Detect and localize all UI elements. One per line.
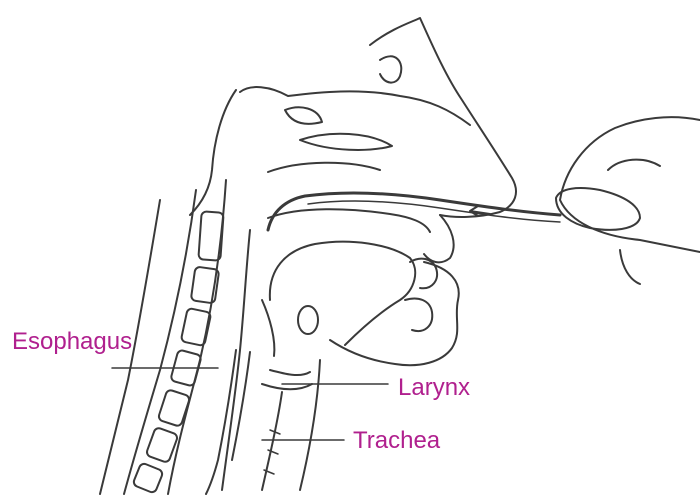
epiglottis bbox=[262, 300, 274, 356]
esophagus-label: Esophagus bbox=[12, 328, 132, 356]
larynx-outline bbox=[262, 370, 312, 389]
trachea-posterior-wall bbox=[262, 392, 282, 490]
vertebra bbox=[158, 389, 191, 427]
vertebra bbox=[146, 427, 179, 463]
larynx-label: Larynx bbox=[398, 374, 470, 402]
nasogastric-tube bbox=[268, 193, 560, 230]
nasal-turbinates bbox=[268, 107, 392, 172]
esophagus-tube bbox=[206, 350, 250, 494]
trachea-label: Trachea bbox=[353, 427, 440, 455]
hand bbox=[556, 117, 700, 284]
upper-lip-outline bbox=[424, 215, 454, 262]
hand-thumb-outline bbox=[556, 188, 640, 230]
face-profile-outline bbox=[370, 18, 516, 217]
trachea-anterior-wall bbox=[300, 360, 320, 490]
lower-lip-chin-outline bbox=[330, 262, 459, 365]
nostril-outline bbox=[380, 56, 401, 82]
tongue-outline bbox=[270, 242, 415, 345]
hard-palate bbox=[268, 209, 430, 232]
skull-base-outline bbox=[190, 90, 236, 215]
vertebra bbox=[198, 211, 223, 260]
vertebra bbox=[132, 462, 163, 493]
spine-anterior-line bbox=[168, 180, 226, 494]
hand-palm-outline bbox=[560, 117, 700, 252]
nasal-cavity-roof bbox=[240, 87, 470, 125]
cervical-spine bbox=[124, 180, 226, 494]
teeth-lower bbox=[405, 299, 432, 332]
hyoid-detail bbox=[298, 306, 318, 334]
hand-finger-outline bbox=[608, 160, 660, 284]
pharynx-posterior-wall bbox=[222, 230, 250, 490]
